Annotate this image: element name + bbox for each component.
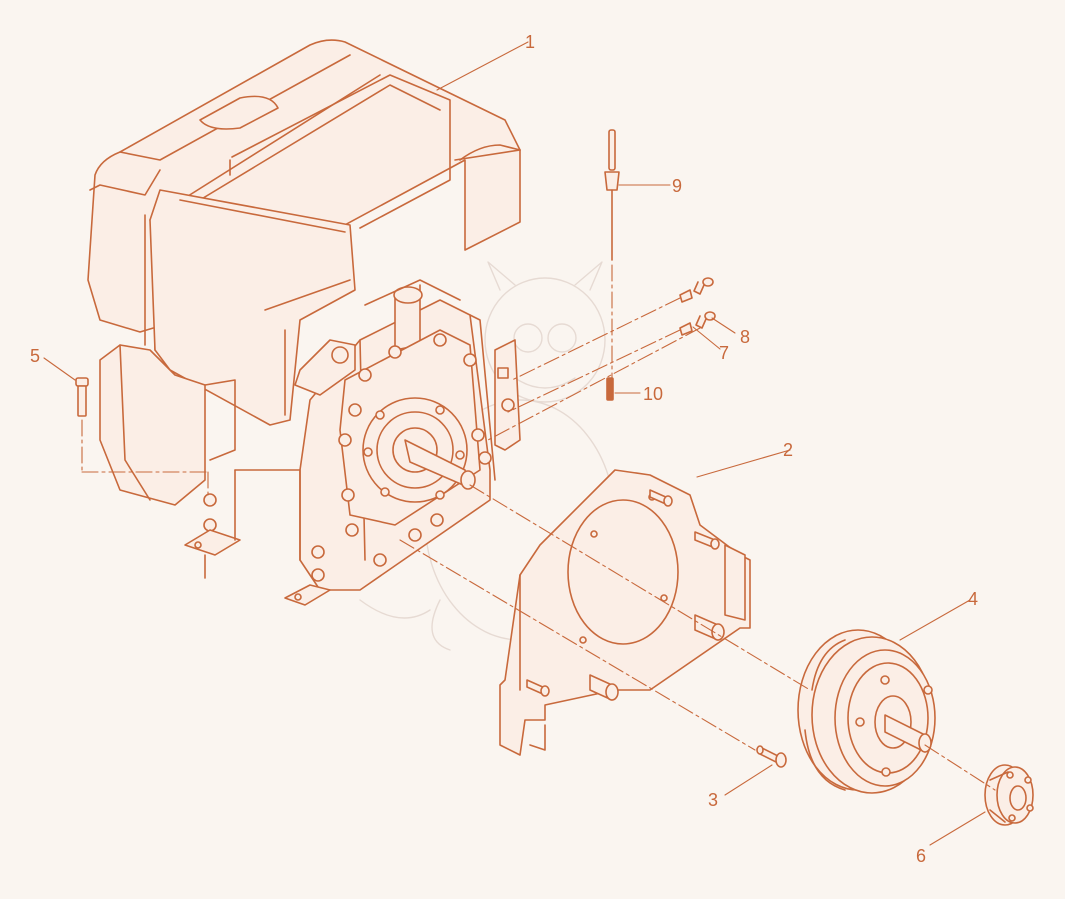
bolt-part-3 [757,746,786,767]
flange-bolts [204,334,491,581]
dipstick-part-9 [605,130,619,260]
callout-6: 6 [916,846,926,866]
callout-9: 9 [672,176,682,196]
callout-3: 3 [708,790,718,810]
spring-part-10 [607,378,613,400]
adapter-plate [500,470,750,755]
callout-8: 8 [740,327,750,347]
alignment-center-lines [81,264,996,791]
callout-2: 2 [783,440,793,460]
callout-labels: 1 2 3 4 5 6 7 8 9 10 [30,32,978,866]
callout-5: 5 [30,346,40,366]
taper-hub-part-6 [985,765,1033,825]
hub-bolts [364,406,464,499]
callout-1: 1 [525,32,535,52]
callout-10: 10 [643,384,663,404]
plate-studs [527,490,724,700]
engine-assembly [88,40,520,605]
leader-lines [43,41,986,846]
callout-4: 4 [968,589,978,609]
cap-screw-part-5 [76,378,88,416]
callout-7: 7 [719,343,729,363]
bolts-part-7-8 [680,278,715,335]
pulley-part-4 [798,630,935,793]
